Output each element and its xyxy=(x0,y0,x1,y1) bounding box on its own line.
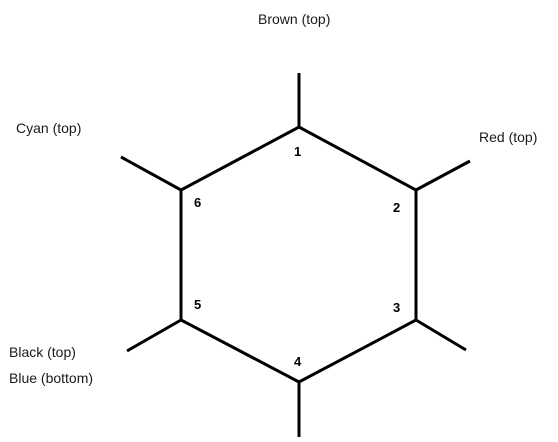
label-brown-top: Brown (top) xyxy=(258,11,330,27)
bond-vertex-5 xyxy=(126,318,182,353)
bond-vertex-2 xyxy=(415,159,471,192)
label-blue-bottom: Blue (bottom) xyxy=(9,370,93,386)
hexagon-ring xyxy=(179,125,418,384)
label-red-top: Red (top) xyxy=(479,129,537,145)
label-cyan-top: Cyan (top) xyxy=(16,120,81,136)
bond-vertex-6 xyxy=(120,155,182,192)
vertex-number-1: 1 xyxy=(294,144,301,159)
bond-vertex-3 xyxy=(415,318,467,352)
vertex-number-5: 5 xyxy=(194,297,201,312)
vertex-number-2: 2 xyxy=(393,200,400,215)
vertex-number-4: 4 xyxy=(294,354,302,369)
label-black-top: Black (top) xyxy=(9,344,76,360)
vertex-number-6: 6 xyxy=(194,195,201,210)
vertex-number-3: 3 xyxy=(393,300,400,315)
